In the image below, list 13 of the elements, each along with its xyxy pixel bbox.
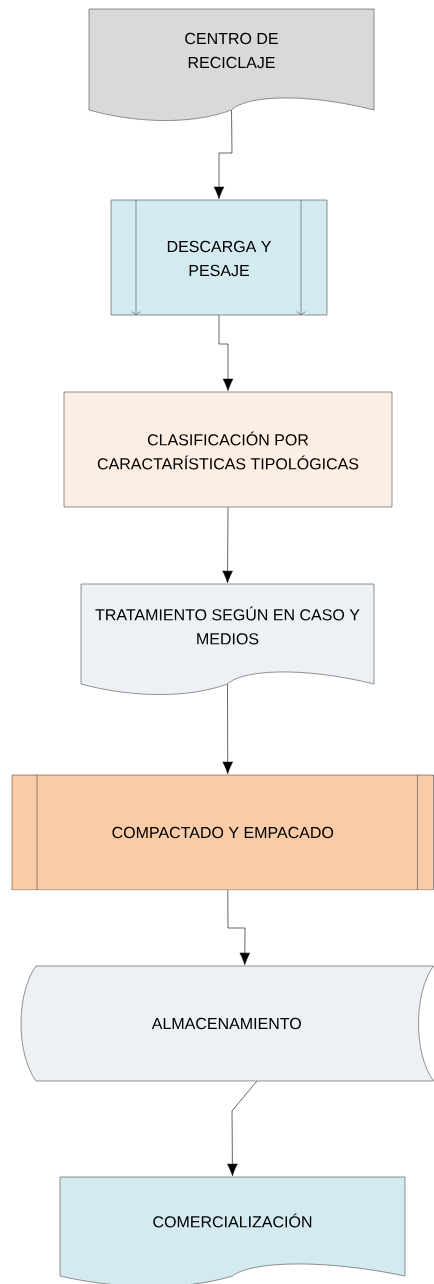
predefined-process-box: DESCARGA Y PESAJE — [110, 199, 328, 316]
arrow — [222, 506, 233, 583]
arrow — [227, 889, 251, 965]
document-box: TRATAMIENTO SEGÚN EN CASO Y MEDIOS — [80, 583, 375, 695]
document-box: CENTRO DE RECICLAJE — [88, 8, 375, 121]
arrow — [218, 314, 234, 391]
stored-data-box: ALMACENAMIENTO — [20, 965, 434, 1082]
document-box: COMERCIALIZACIÓN — [59, 1176, 406, 1284]
arrow — [227, 1080, 258, 1176]
predefined-process-box: COMPACTADO Y EMPACADO — [11, 774, 434, 891]
arrow — [213, 109, 233, 199]
process-box: CLASIFICACIÓN POR CARACTARÍSTICAS TIPOLÓGICAS — [63, 391, 393, 508]
arrow — [222, 683, 233, 774]
